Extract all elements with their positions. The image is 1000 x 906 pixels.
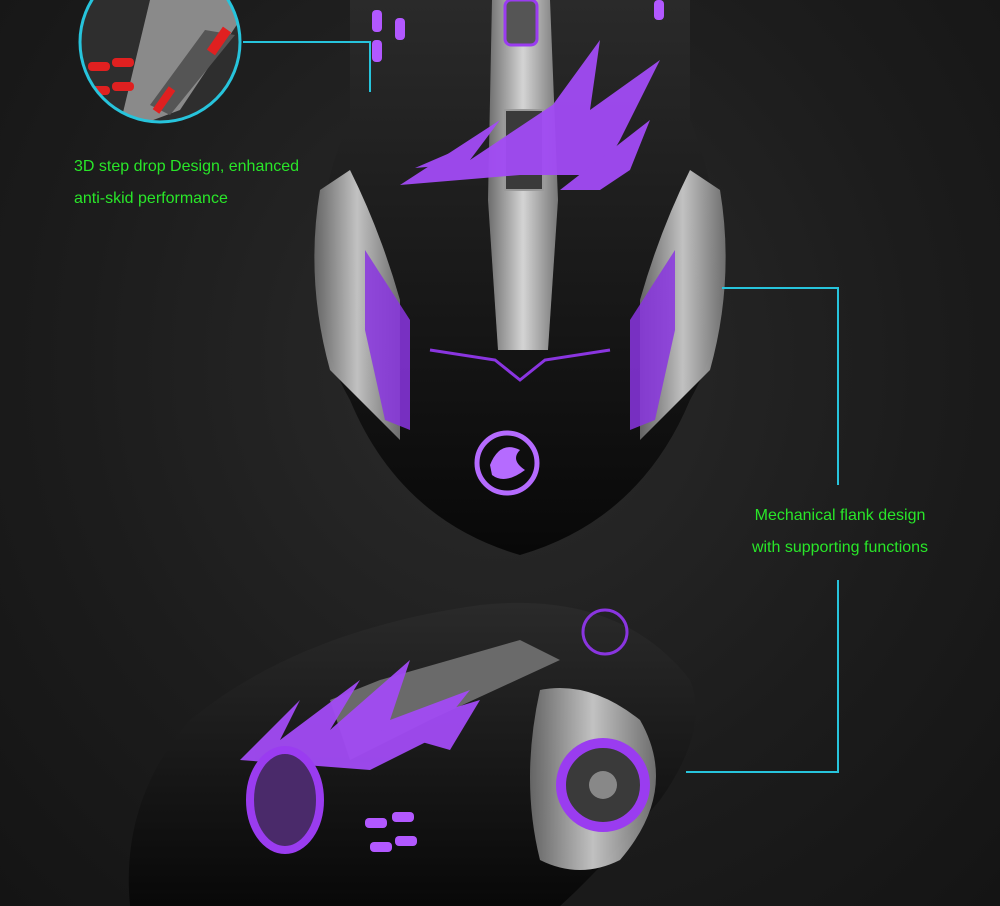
callout-line-right-upper: [722, 287, 839, 485]
flank-caption: Mechanical flank design with supporting …: [740, 500, 940, 564]
skid-caption: 3D step drop Design, enhanced anti-skid …: [74, 151, 299, 215]
skid-caption-line2: anti-skid performance: [74, 190, 228, 207]
flank-caption-line2: with supporting functions: [751, 539, 929, 556]
callout-lines: [243, 41, 839, 773]
skid-caption-line1: 3D step drop Design, enhanced: [74, 158, 300, 175]
mouse-top-view: [314, 0, 726, 555]
zoom-detail-circle: [78, 0, 242, 124]
dragon-logo-icon: [474, 430, 540, 496]
mouse-angled-view: [128, 602, 696, 906]
callout-line-top: [243, 41, 371, 92]
callout-line-right-lower: [686, 580, 839, 773]
flank-caption-line1: Mechanical flank design: [754, 507, 926, 524]
